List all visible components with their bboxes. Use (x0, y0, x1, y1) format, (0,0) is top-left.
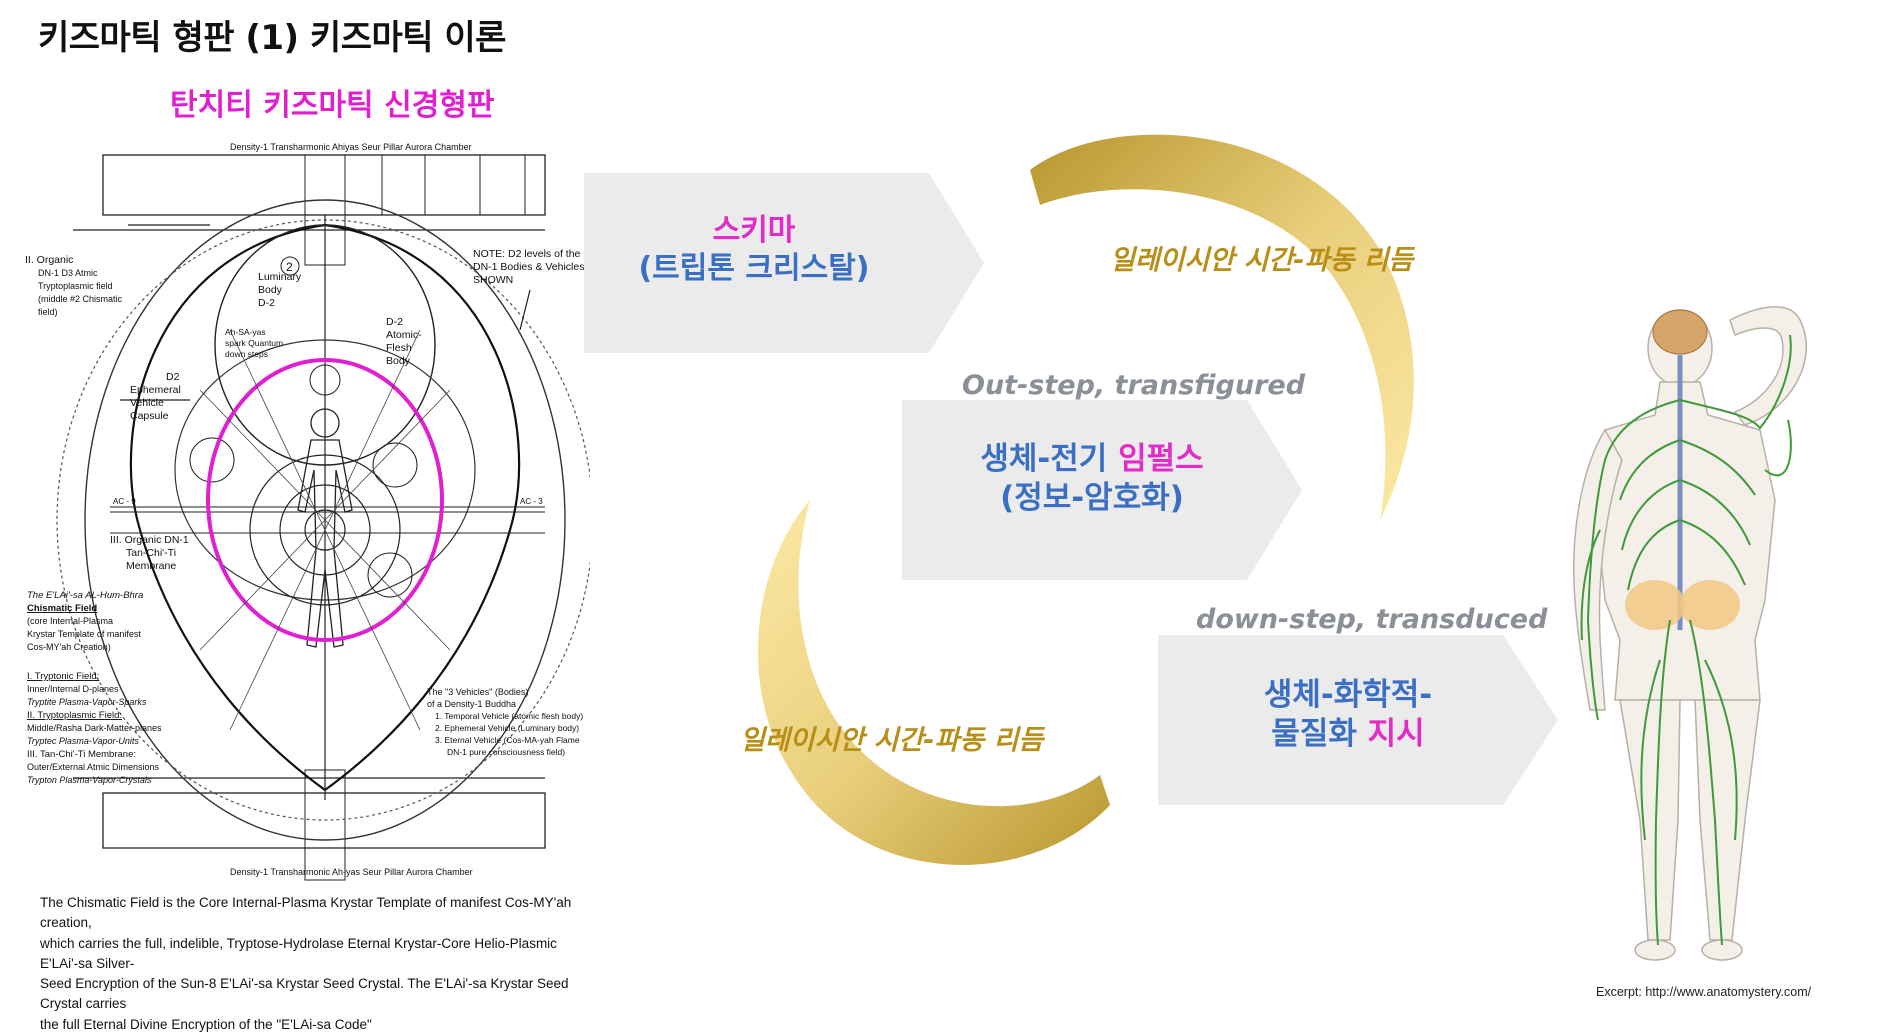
schema-subtitle: (트립톤 크리스탈) (638, 250, 870, 286)
impulse-subtitle: (정보-암호화) (1000, 479, 1184, 516)
left-diagram-title: 탄치티 키즈마틱 신경형판 (170, 88, 495, 123)
materialization-title: 생체-화학적- (1263, 677, 1433, 713)
field-label-3: Tryptite Plasma-Vapor-Sparks (27, 697, 147, 707)
impulse-label: 생체-전기 임펄스 (정보-암호화) (902, 440, 1282, 518)
atomic-label-4: Body (386, 355, 411, 367)
field-label-6: Tryptec Plasma-Vapor-Units (27, 736, 139, 746)
page-title: 키즈마틱 형판 (1) 키즈마틱 이론 (38, 18, 506, 58)
organic-label-2: DN-1 D3 Atmic (38, 268, 98, 278)
field-label-7: III. Tan-Chi'-Ti Membrane: (27, 749, 136, 760)
luminary-label-3: D-2 (258, 297, 275, 309)
organic-label-3: Tryptoplasmic field (38, 281, 113, 291)
bottom-rhythm-arc (757, 500, 1110, 865)
impulse-title-b: 임펄스 (1118, 441, 1204, 477)
membrane-label-2: Tan-Chi'-Ti (126, 547, 176, 559)
note-line-3: SHOWN (473, 274, 513, 286)
cycle-arcs (757, 134, 1414, 865)
elai-label-2: Chismatic Field (27, 603, 97, 614)
vehicles-label-2: of a Density-1 Buddha (427, 699, 516, 709)
ac9-label: AC - 9 (113, 497, 136, 506)
luminary-label-2: Body (258, 284, 283, 296)
impulse-chevron (902, 400, 1302, 580)
chismatic-caption: The Chismatic Field is the Core Internal… (40, 893, 580, 1035)
chismatic-template-diagram: Density-1 Transharmonic Ahiyas Seur Pill… (25, 142, 590, 881)
top-rhythm-label: 일레이시안 시간-파동 리듬 (1110, 245, 1414, 276)
elai-label-5: Cos-MY'ah Creation) (27, 642, 111, 652)
schema-chevron (584, 173, 984, 353)
vehicles-label-3: 1. Temporal Vehicle (atomic flesh body) (435, 711, 583, 721)
atomic-label-1: D-2 (386, 316, 403, 328)
schema-label: 스키마 (트립톤 크리스탈) (584, 212, 924, 287)
ephemeral-label-2: Ephemeral (130, 384, 181, 396)
field-label-4: II. Tryptoplasmic Field: (27, 710, 122, 721)
organic-label-4: (middle #2 Chismatic (38, 294, 123, 304)
materialization-label: 생체-화학적- 물질화 지시 (1158, 676, 1538, 754)
membrane-label-3: Membrane (126, 560, 176, 572)
field-label-2: Inner/Internal D-planes (27, 684, 119, 694)
caption-line-1: The Chismatic Field is the Core Internal… (40, 895, 572, 931)
ephemeral-label-1: D2 (166, 371, 180, 383)
field-label-5: Middle/Rasha Dark-Matter-planes (27, 723, 162, 733)
ephemeral-label-4: Capsule (130, 410, 169, 422)
nervous-system-figure (1573, 306, 1808, 961)
note-line-1: NOTE: D2 levels of the (473, 248, 581, 260)
atomic-label-3: Flesh (386, 342, 412, 354)
materialization-sub-a: 물질화 (1271, 715, 1368, 752)
anatomy-source-caption: Excerpt: http://www.anatomystery.com/ (1596, 985, 1812, 999)
bottom-rhythm-label: 일레이시안 시간-파동 리듬 (740, 725, 1044, 756)
elai-label-1: The E'LAi'-sa AL-Hum-Bhra (27, 590, 143, 601)
down-step-label: down-step, transduced (1196, 604, 1548, 635)
vehicles-label-5: 3. Eternal Vehicle (Cos-MA-yah Flame (435, 735, 580, 745)
field-label-9: Trypton Plasma-Vapor-Crystals (27, 775, 152, 785)
schema-title: 스키마 (712, 213, 796, 248)
human-figure (297, 408, 353, 648)
materialization-chevron (1158, 635, 1558, 805)
elai-label-4: Krystar Template of manifest (27, 629, 141, 639)
ahsa-label-3: down steps (225, 349, 268, 359)
membrane-label-1: III. Organic DN-1 (110, 534, 189, 546)
organic-label-1: II. Organic (25, 254, 73, 266)
impulse-title-a: 생체-전기 (980, 441, 1119, 477)
caption-line-2: which carries the full, indelible, Trypt… (40, 935, 557, 971)
vehicles-label-1: The "3 Vehicles" (Bodies) (427, 687, 528, 697)
materialization-sub-b: 지시 (1367, 715, 1425, 752)
note-line-2: DN-1 Bodies & Vehicles (473, 261, 584, 273)
caption-line-3: Seed Encryption of the Sun-8 E'LAi'-sa K… (40, 976, 569, 1012)
caption-line-4: the full Eternal Divine Encryption of th… (40, 1016, 372, 1032)
field-label-1: I. Tryptonic Field: (27, 671, 99, 682)
luminary-label-1: Luminary (258, 271, 302, 283)
ahsa-label-1: Ah-SA-yas (225, 327, 266, 337)
out-step-label: Out-step, transfigured (962, 370, 1306, 401)
ephemeral-label-3: Vehicle (130, 397, 164, 409)
ahsa-label-2: spark Quantum (225, 338, 283, 348)
vehicles-label-4: 2. Ephemeral Vehicle (Luminary body) (435, 723, 579, 733)
bottom-chamber-label: Density-1 Transharmonic Ah-yas Seur Pill… (230, 867, 473, 877)
atomic-label-2: Atomic- (386, 329, 422, 341)
circle-number: 2 (286, 260, 293, 274)
organic-label-5: field) (38, 307, 58, 317)
top-chamber-label: Density-1 Transharmonic Ahiyas Seur Pill… (230, 142, 472, 152)
top-rhythm-arc (1030, 134, 1414, 520)
ac3-label: AC - 3 (520, 497, 543, 506)
elai-label-3: (core Internal-Plasma (27, 616, 113, 626)
vehicles-label-6: DN-1 pure consciousness field) (447, 747, 565, 757)
field-label-8: Outer/External Atmic Dimensions (27, 762, 160, 772)
